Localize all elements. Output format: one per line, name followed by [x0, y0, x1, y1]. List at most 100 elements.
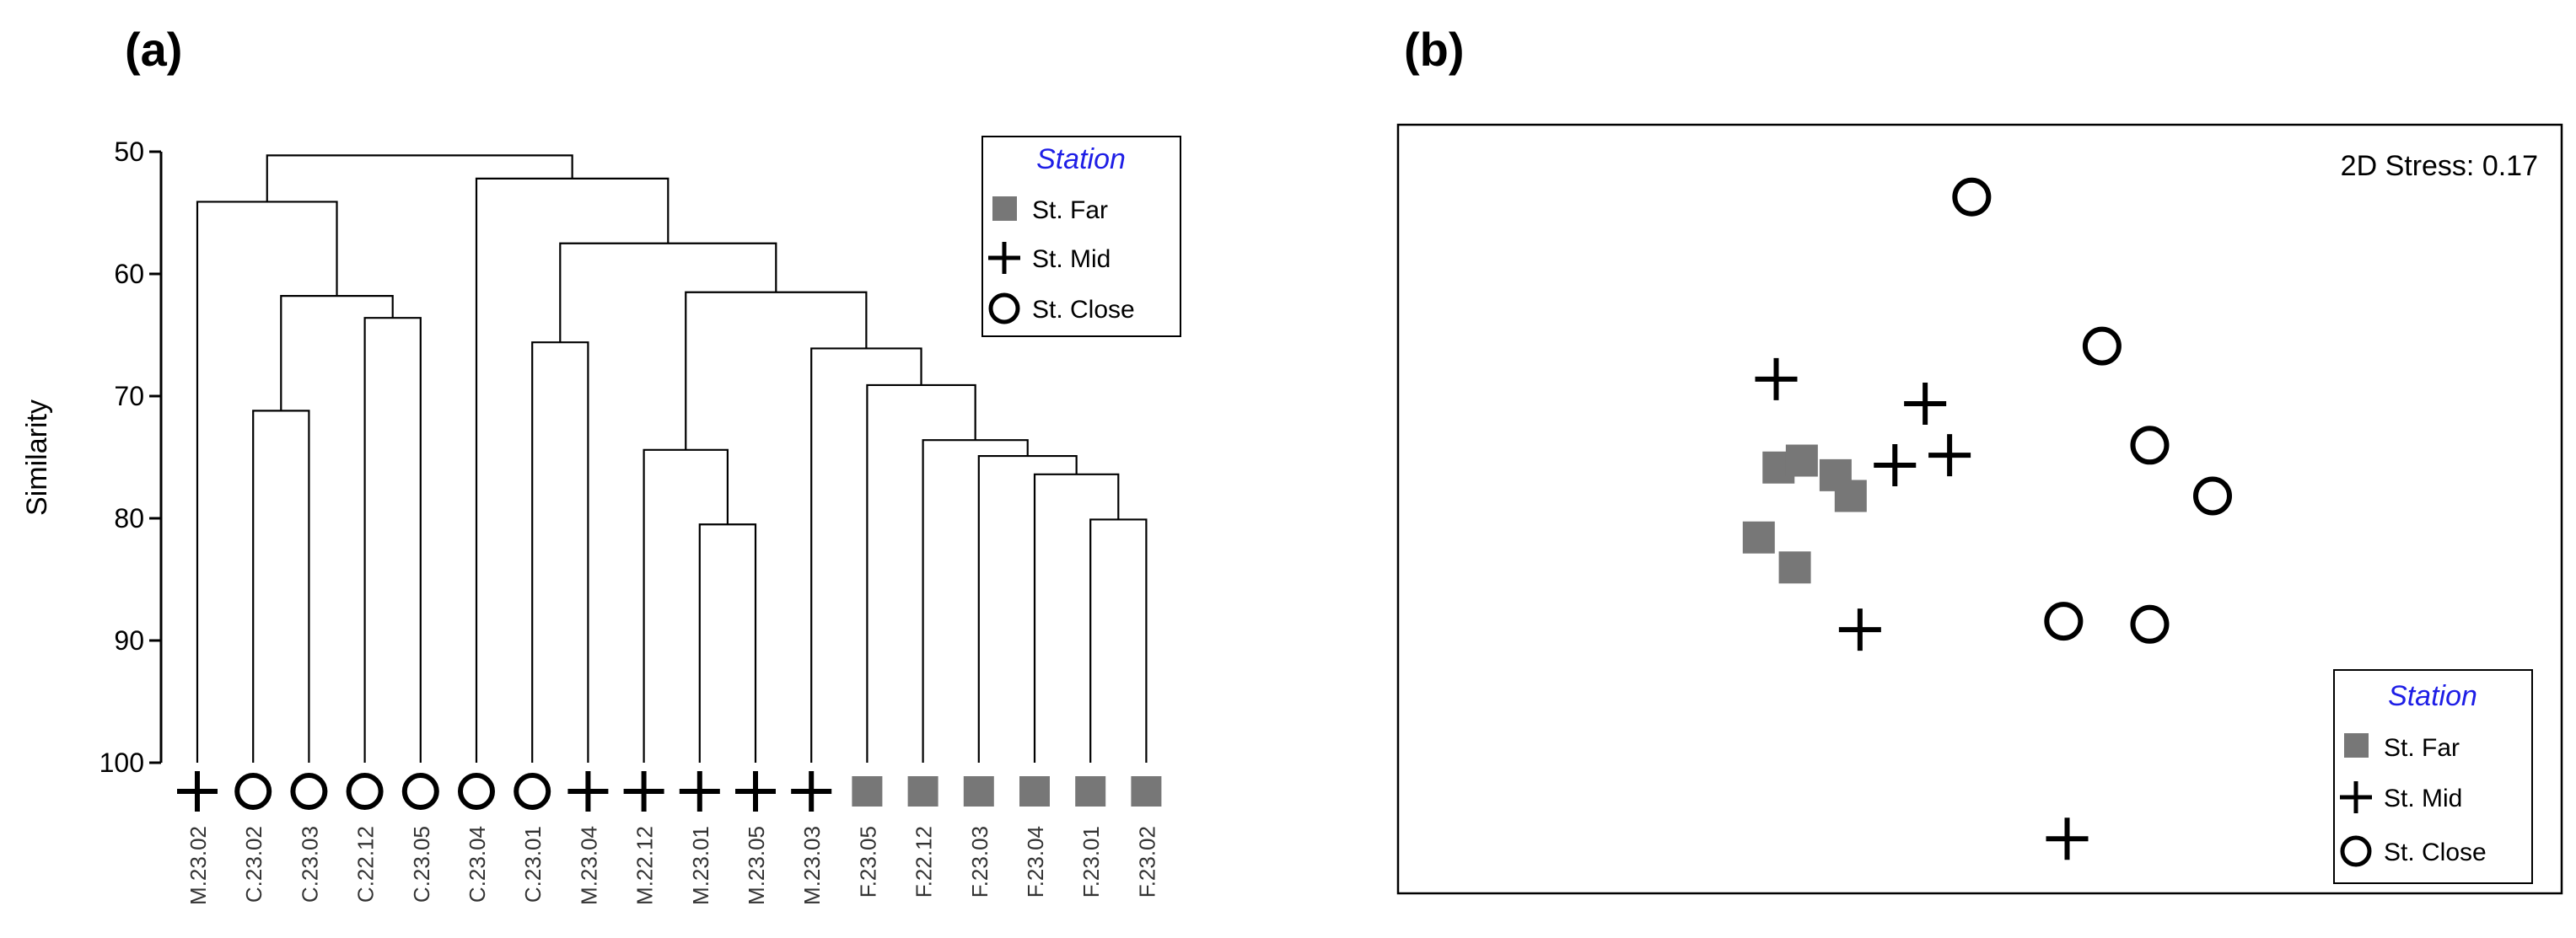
point-far [1834, 480, 1867, 512]
dendrogram-tree [196, 154, 1148, 763]
dendrogram-link [363, 317, 422, 763]
point-close [1952, 177, 1992, 217]
legend-a-mid-label: St. Mid [1032, 245, 1111, 273]
leaf-marker-close [514, 773, 551, 810]
dendrogram-link [196, 201, 338, 763]
point-mid [1755, 357, 1798, 400]
leaf-marker-close [346, 773, 384, 810]
legend-b-far-marker [2344, 733, 2369, 758]
leaf-marker-close [234, 773, 272, 810]
legend-b-close-label: St. Close [2384, 839, 2487, 866]
leaf-label: M.23.05 [744, 826, 769, 905]
y-tick-label: 80 [114, 503, 144, 533]
leaf-marker-far [1131, 776, 1162, 807]
panel-b-label: (b) [1404, 23, 1465, 76]
leaf-marker-mid [177, 771, 218, 812]
leaf-marker-mid [735, 771, 776, 812]
leaf-label: M.23.02 [186, 826, 211, 905]
leaf-marker-mid [567, 771, 609, 812]
dendrogram-y-ticks: 50 60 70 80 90 100 [99, 137, 161, 778]
leaf-label: F.22.12 [912, 826, 937, 898]
legend-a-far-marker [992, 196, 1017, 221]
scatter-points [1742, 177, 2232, 860]
legend-a-mid-marker [988, 242, 1020, 274]
leaf-marker-close [290, 773, 328, 810]
dendrogram-link [685, 291, 868, 450]
dendrogram-link [698, 523, 757, 763]
dendrogram-panel: 50 60 70 80 90 100 Similarity M.23.02 C.23.02 C… [21, 136, 1181, 905]
legend-a-close-label: St. Close [1032, 296, 1135, 324]
dendrogram-link [252, 410, 310, 763]
leaf-label: C.23.02 [241, 826, 266, 903]
leaf-label: F.23.04 [1023, 826, 1048, 898]
point-mid [1838, 608, 1881, 651]
leaf-label: F.23.02 [1134, 826, 1159, 898]
dendrogram-link [280, 295, 394, 411]
point-mid [1904, 383, 1947, 426]
dendrogram-link [531, 341, 589, 763]
leaf-label: M.22.12 [632, 826, 658, 905]
legend-b-close-marker [2340, 835, 2372, 867]
point-far [1785, 444, 1818, 477]
y-tick-label: 60 [114, 259, 144, 289]
leaf-marker-far [852, 776, 883, 807]
point-close [2044, 602, 2084, 641]
leaf-marker-mid [623, 771, 664, 812]
dendrogram-leaf-labels: M.23.02 C.23.02 C.23.03 C.22.12 C.23.05 C.23.… [186, 826, 1159, 905]
leaf-marker-far [1075, 776, 1106, 807]
dendrogram-link [1089, 518, 1148, 763]
legend-a-close-marker [988, 292, 1020, 324]
leaf-label: M.23.04 [576, 826, 601, 905]
point-mid [1874, 444, 1917, 487]
y-tick-label: 100 [99, 748, 144, 778]
leaf-marker-mid [679, 771, 720, 812]
point-close [2193, 476, 2232, 516]
legend-b-mid-label: St. Mid [2384, 785, 2462, 812]
leaf-label: F.23.01 [1078, 826, 1104, 898]
legend-b: Station St. Far St. Mid St. Close [2333, 669, 2533, 884]
leaf-marker-close [458, 773, 495, 810]
point-close [2130, 426, 2170, 465]
nmds-panel: 2D Stress: 0.17 Station St. Far St. Mid … [1396, 123, 2563, 895]
dendrogram-link [866, 383, 976, 763]
legend-a-far-label: St. Far [1032, 196, 1108, 224]
point-mid [1928, 434, 1971, 477]
point-close [2082, 326, 2122, 366]
leaf-label: M.23.01 [688, 826, 713, 905]
dendrogram-link [977, 454, 1078, 763]
point-far [1778, 551, 1811, 584]
dendrogram-leaf-markers [177, 771, 1162, 812]
leaf-label: M.23.03 [799, 826, 825, 905]
leaf-label: F.23.05 [855, 826, 880, 898]
dendrogram-link [922, 439, 1029, 763]
leaf-marker-mid [791, 771, 832, 812]
dendrogram-link [475, 177, 670, 763]
y-tick-label: 50 [114, 137, 144, 167]
leaf-marker-far [1019, 776, 1050, 807]
leaf-marker-far [963, 776, 994, 807]
panel-a-label: (a) [125, 23, 182, 76]
nmds-plot-frame [1396, 123, 2563, 895]
legend-a-title: Station [1036, 143, 1126, 175]
leaf-label: C.23.04 [465, 826, 490, 903]
legend-b-title: Station [2388, 680, 2477, 712]
dendrogram-link [1033, 473, 1120, 763]
point-far [1742, 521, 1775, 554]
dendrogram-link [266, 154, 573, 202]
dendrogram-y-axis-label: Similarity [21, 399, 53, 516]
leaf-marker-close [401, 773, 439, 810]
legend-a: Station St. Far St. Mid St. Close [981, 136, 1181, 337]
y-tick-label: 90 [114, 625, 144, 656]
leaf-label: F.23.03 [967, 826, 992, 898]
legend-b-mid-marker [2340, 781, 2372, 813]
point-mid [2046, 817, 2089, 860]
stress-annotation: 2D Stress: 0.17 [2341, 150, 2538, 182]
legend-b-far-label: St. Far [2384, 734, 2460, 762]
leaf-label: C.23.03 [297, 826, 322, 903]
leaf-label: C.23.05 [409, 826, 434, 903]
leaf-label: C.22.12 [353, 826, 379, 903]
dendrogram-link [643, 448, 729, 763]
y-tick-label: 70 [114, 381, 144, 411]
leaf-label: C.23.01 [520, 826, 546, 903]
